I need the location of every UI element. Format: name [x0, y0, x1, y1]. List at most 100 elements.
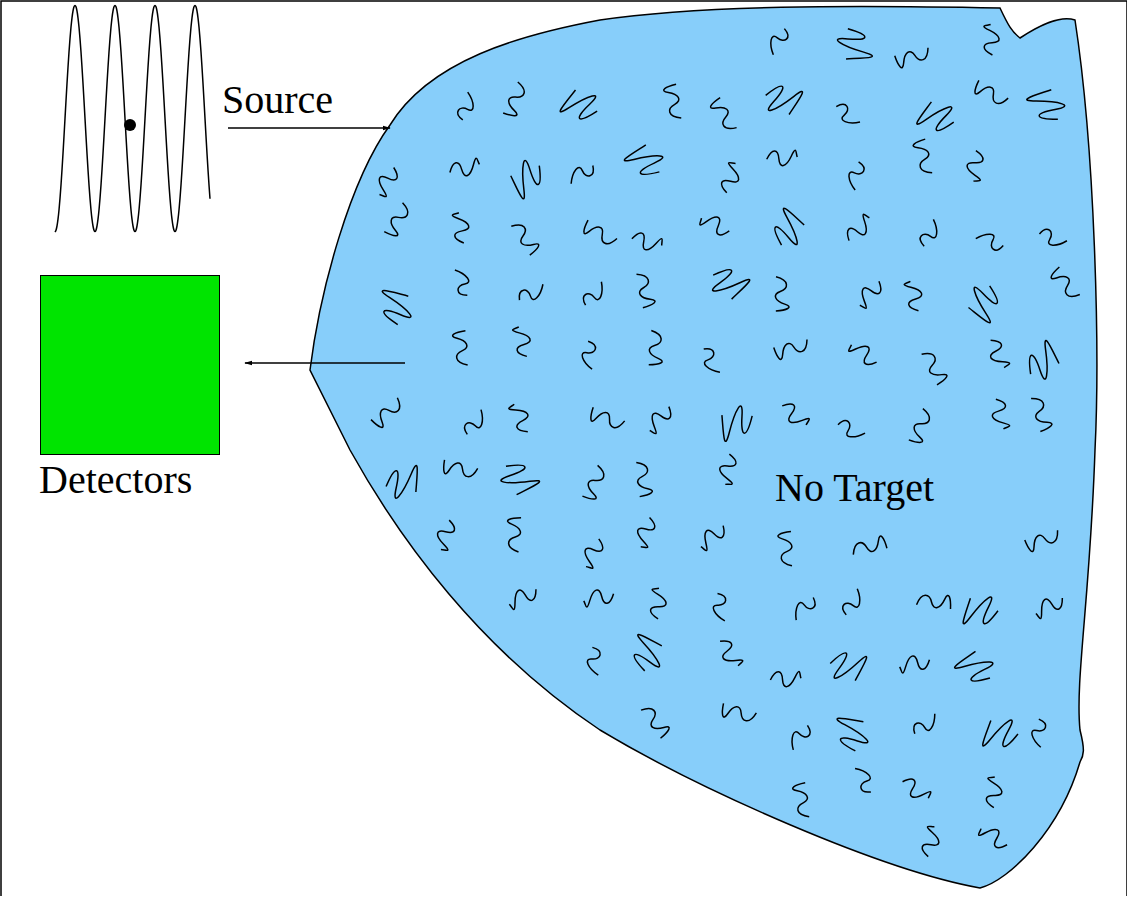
- scatterer: [1026, 718, 1055, 747]
- scatterer: [448, 270, 474, 296]
- scatterer: [952, 647, 998, 688]
- scatterer: [991, 399, 1009, 430]
- scatterer: [977, 821, 1010, 854]
- scatterer: [1039, 223, 1067, 251]
- scatterer: [905, 409, 937, 447]
- scatterer: [852, 536, 887, 555]
- scatterer: [838, 589, 865, 615]
- scatterer: [630, 228, 664, 255]
- scatterer: [773, 339, 809, 360]
- scatterer: [506, 585, 540, 610]
- scatterer: [581, 647, 609, 675]
- scatterer: [519, 280, 543, 304]
- scatterer: [838, 415, 865, 443]
- scatterer: [449, 158, 480, 177]
- source-label: Source: [222, 78, 333, 122]
- scatterer: [1031, 396, 1053, 432]
- scatterer: [825, 642, 872, 690]
- node-label: No Target: [775, 466, 934, 510]
- arrow-connector: [228, 127, 390, 129]
- scatterer: [914, 714, 935, 734]
- scatterer: [1048, 265, 1079, 303]
- scatterer: [706, 261, 753, 306]
- scatterer: [708, 593, 736, 621]
- scatterer: [698, 210, 732, 241]
- scatterer: [760, 75, 808, 122]
- scatterer: [578, 536, 609, 570]
- scatterer: [571, 164, 594, 186]
- scatterer: [913, 139, 932, 174]
- scatterer: [663, 84, 681, 119]
- scatterer: [498, 460, 541, 498]
- scatterer: [700, 348, 723, 372]
- scatterer: [842, 213, 876, 244]
- scatterer: [583, 589, 614, 607]
- scatterer: [788, 725, 813, 750]
- scatterer: [381, 203, 415, 240]
- scatterer: [576, 340, 605, 369]
- scatterer: [976, 228, 1004, 256]
- scatterer: [957, 588, 1002, 636]
- scatterer: [384, 459, 424, 504]
- scatterer: [772, 277, 793, 313]
- scatterer: [637, 273, 656, 308]
- scatterer: [508, 402, 532, 435]
- scatterer: [851, 768, 875, 792]
- scatterer: [372, 284, 419, 328]
- detector-box: Detectors: [40, 275, 220, 455]
- scatterer: [915, 219, 943, 246]
- scatterer: [502, 515, 525, 552]
- scatterer: [779, 398, 811, 432]
- scatterer: [622, 141, 667, 182]
- scatterer: [847, 337, 880, 370]
- scatterer: [917, 589, 954, 613]
- scatterer: [894, 48, 930, 69]
- scatterer: [899, 773, 932, 806]
- scatterer: [980, 24, 1001, 56]
- scatterer: [716, 161, 745, 195]
- scatterer: [636, 463, 653, 497]
- scatterer: [719, 700, 757, 729]
- source-point: [124, 119, 136, 131]
- scatterer: [793, 597, 817, 620]
- scatterer: [587, 404, 625, 435]
- node-label: Detectors: [39, 458, 192, 502]
- scatterer: [461, 410, 487, 435]
- scatterer: [646, 587, 669, 620]
- scatterer: [793, 783, 810, 817]
- scatterer: [853, 278, 887, 310]
- scatterer: [369, 398, 407, 430]
- scatterer: [904, 281, 923, 312]
- scatterer: [843, 161, 872, 190]
- scatterer: [718, 403, 753, 445]
- scatterer: [715, 453, 741, 487]
- scatterer: [579, 465, 611, 503]
- scatterer: [451, 92, 480, 120]
- scatterer: [623, 629, 671, 676]
- scatterer: [766, 28, 793, 54]
- scatterer: [775, 531, 794, 566]
- scatterer: [451, 330, 469, 365]
- scatterer: [836, 102, 860, 127]
- scatterer: [708, 96, 736, 134]
- scatterer: [834, 27, 876, 64]
- scatterer: [1026, 89, 1066, 122]
- scatterer: [1033, 594, 1067, 620]
- medium-region: [310, 6, 1097, 888]
- scatterer: [922, 349, 949, 387]
- scatterer: [986, 337, 1010, 370]
- scatterer: [511, 219, 541, 257]
- scatterer: [961, 280, 1008, 328]
- scatterer: [982, 776, 1005, 809]
- scatterer: [432, 518, 461, 552]
- scatterer: [512, 326, 531, 357]
- scatterer: [971, 77, 1008, 111]
- scatterer: [500, 82, 532, 120]
- scatterer: [963, 149, 987, 182]
- scatterer: [977, 711, 1023, 759]
- medium-region: No Target: [305, 0, 1105, 892]
- scatterers: [369, 24, 1080, 859]
- scatterer: [765, 204, 811, 252]
- scatterer: [508, 158, 545, 201]
